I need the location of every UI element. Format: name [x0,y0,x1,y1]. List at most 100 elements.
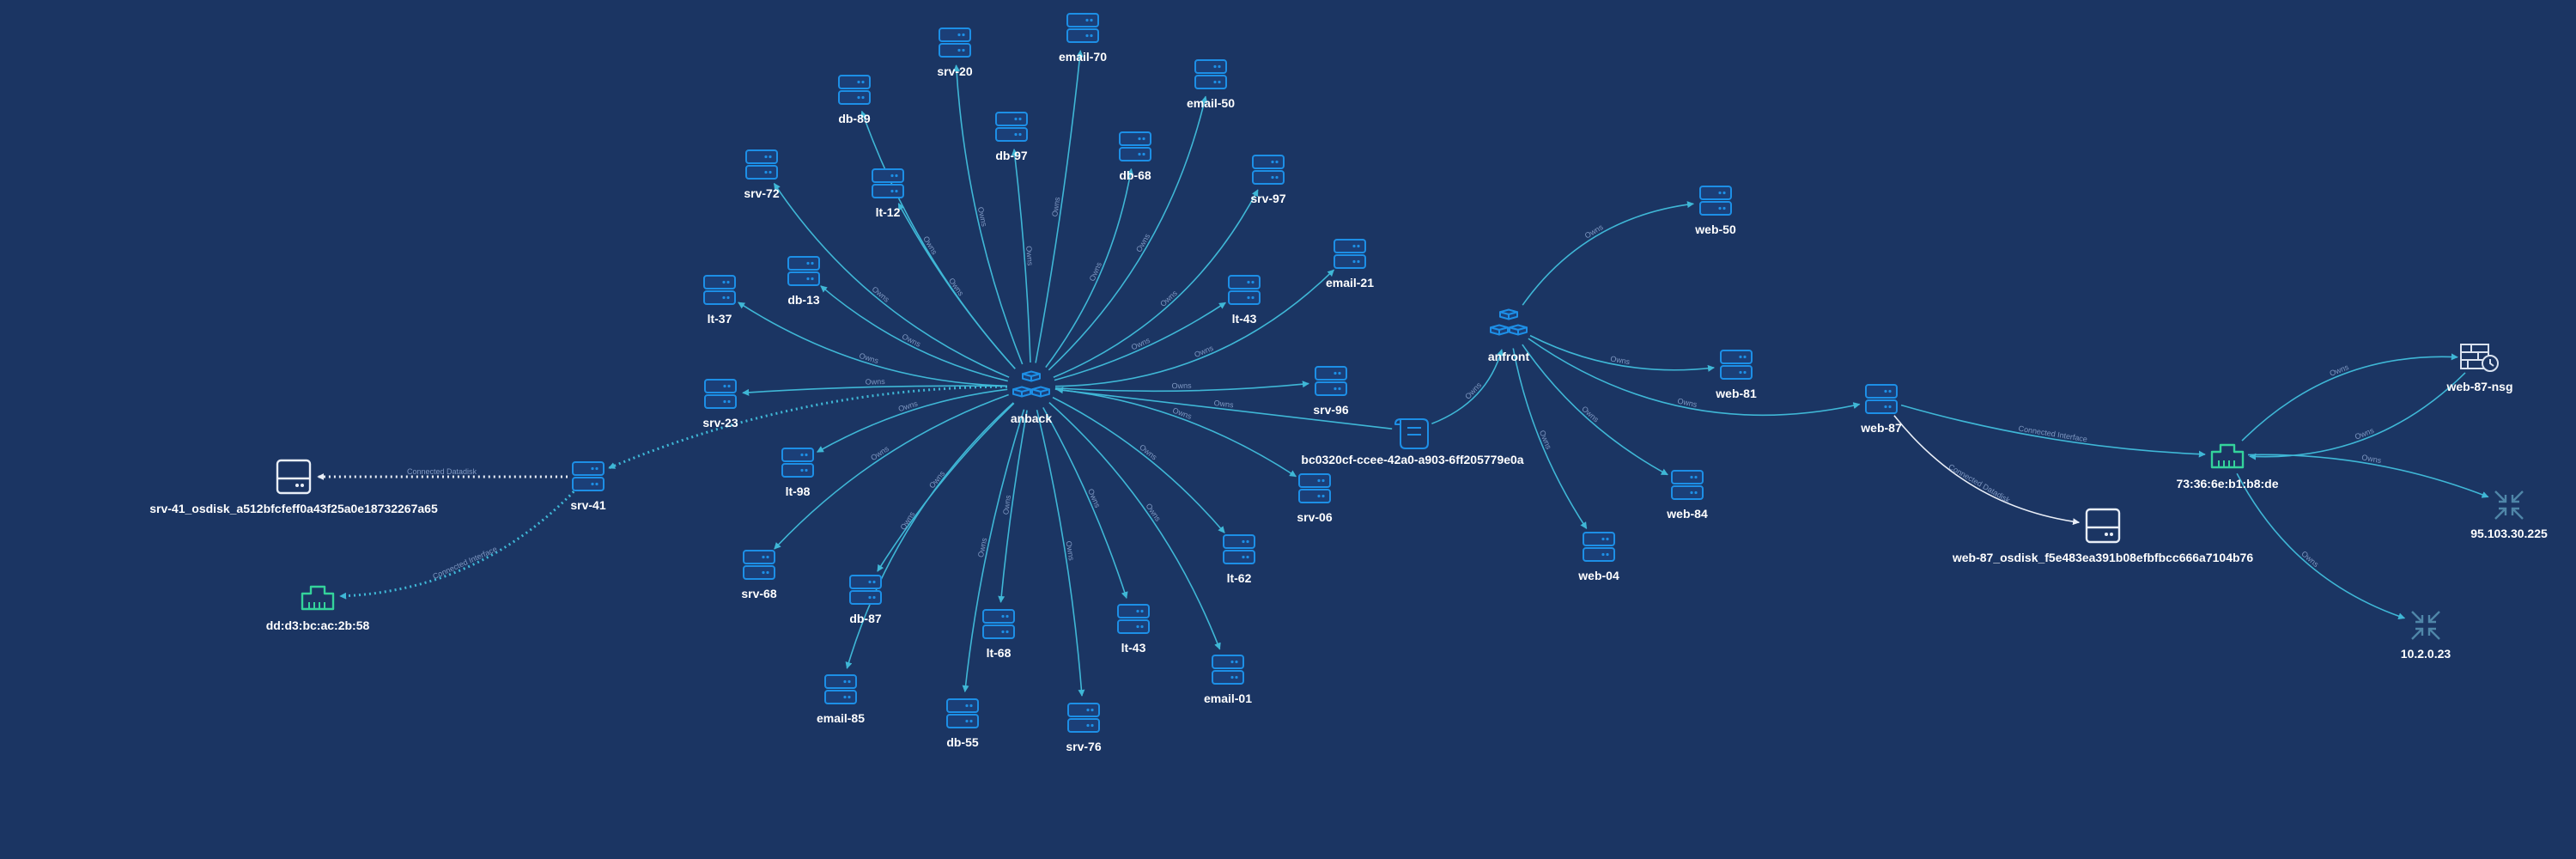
node-db-13[interactable]: db-13 [787,256,820,307]
edge-nic-87-to-ip-1[interactable]: Owns [2247,453,2489,498]
node-anfront[interactable]: anfront [1488,308,1530,364]
edge-line[interactable] [1893,415,2081,526]
edge-line[interactable] [897,203,1016,369]
edge-line[interactable] [953,64,1024,365]
edge-line[interactable] [1035,50,1084,363]
node-db-89[interactable]: db-89 [838,75,871,125]
edge-line[interactable] [1053,189,1259,378]
node-srv-72[interactable]: srv-72 [744,149,780,200]
node-web-50[interactable]: web-50 [1694,186,1736,236]
node-srv-41[interactable]: srv-41 [570,461,606,512]
edge-line[interactable] [1528,338,1861,417]
edge-line[interactable] [1529,334,1715,372]
node-lt-37[interactable]: lt-37 [703,275,736,326]
edge-anfront-to-web-81[interactable]: Owns [1529,334,1715,372]
node-email-50[interactable]: email-50 [1187,59,1235,110]
edge-line[interactable] [1522,201,1694,306]
edge-line[interactable] [2247,454,2489,498]
node-lt-43a[interactable]: lt-43 [1228,275,1261,326]
node-nic-87[interactable]: 73:36:6e:b1:b8:de [2176,443,2279,490]
node-lt-98[interactable]: lt-98 [781,448,814,498]
edge-line[interactable] [1054,302,1226,381]
edge-anback-to-srv-23[interactable]: Owns [742,377,1008,396]
edge-line[interactable] [998,410,1028,603]
edge-line[interactable] [1522,344,1668,476]
edge-line[interactable] [773,182,1010,378]
edge-line[interactable] [1056,387,1393,430]
node-db-68[interactable]: db-68 [1119,131,1151,182]
edge-line[interactable] [774,393,1009,550]
edge-line[interactable] [1054,388,1297,478]
edge-anback-to-email-70[interactable]: Owns [1035,50,1084,363]
edge-line[interactable] [820,285,1008,382]
edge-line[interactable] [1054,381,1309,393]
node-email-21[interactable]: email-21 [1326,239,1374,289]
node-web-87[interactable]: web-87 [1860,384,1902,435]
edge-anback-to-lt-98[interactable]: Owns [816,388,1008,453]
node-ip-1[interactable]: 95.103.30.225 [2470,490,2548,540]
node-srv-06[interactable]: srv-06 [1297,473,1333,524]
node-label: db-13 [787,293,820,307]
node-srv-20[interactable]: srv-20 [937,27,973,78]
edge-anback-to-srv-96[interactable]: Owns [1054,381,1309,393]
edge-line[interactable] [1512,348,1588,529]
node-db-97[interactable]: db-97 [995,112,1028,162]
edge-anback-to-srv-76[interactable]: Owns [1036,410,1085,697]
edge-line[interactable] [1048,95,1208,371]
node-email-01[interactable]: email-01 [1204,655,1252,705]
node-email-70[interactable]: email-70 [1059,13,1107,64]
node-anback[interactable]: anback [1011,370,1052,426]
node-nic-41[interactable]: dd:d3:bc:ac:2b:58 [266,585,370,632]
edge-line[interactable] [2241,353,2458,442]
node-web-04[interactable]: web-04 [1577,532,1619,582]
node-web-81[interactable]: web-81 [1715,350,1757,400]
edge-srv-41-to-disk-41[interactable]: Connected Datadisk [317,467,568,480]
node-disk-41[interactable]: srv-41_osdisk_a512bfcfeff0a43f25a0e18732… [149,459,438,515]
edge-script-to-anback[interactable]: Owns [1056,387,1393,430]
node-disk-87[interactable]: web-87_osdisk_f5e483ea391b08efbfbcc666a7… [1952,508,2253,564]
node-nsg-87[interactable]: web-87-nsg [2445,344,2513,393]
node-label: web-81 [1715,387,1757,400]
edge-line[interactable] [738,302,1008,387]
edge-line[interactable] [877,402,1015,572]
edge-line[interactable] [1011,149,1031,363]
edge-line[interactable] [816,388,1008,453]
edge-line[interactable] [1048,402,1221,650]
node-srv-97[interactable]: srv-97 [1250,155,1286,205]
node-email-85[interactable]: email-85 [817,674,865,725]
node-ip-2[interactable]: 10.2.0.23 [2401,611,2451,661]
node-lt-62[interactable]: lt-62 [1223,534,1255,585]
node-srv-96[interactable]: srv-96 [1313,366,1349,417]
node-lt-43b[interactable]: lt-43 [1117,604,1150,655]
edge-label: Owns [976,206,989,228]
edge-anback-to-lt-68[interactable]: Owns [998,410,1028,603]
edge-anback-to-srv-20[interactable]: Owns [953,64,1024,365]
edge-line[interactable] [1052,396,1225,533]
node-lt-68[interactable]: lt-68 [982,609,1015,660]
node-srv-68[interactable]: srv-68 [741,550,777,600]
edge-line[interactable] [339,490,575,600]
edge-line[interactable] [2236,472,2406,620]
node-db-55[interactable]: db-55 [946,698,979,749]
edge-line[interactable] [1431,349,1504,425]
edge-anback-to-db-97[interactable]: Owns [1011,149,1035,363]
node-db-87[interactable]: db-87 [849,575,882,625]
edge-line[interactable] [1900,404,2206,458]
edge-anfront-to-web-87[interactable]: Owns [1528,338,1861,417]
node-srv-23[interactable]: srv-23 [702,379,738,430]
edge-line[interactable] [1036,410,1085,697]
node-web-84[interactable]: web-84 [1666,470,1708,521]
node-lt-12[interactable]: lt-12 [872,168,904,219]
edge-line[interactable] [742,385,1008,396]
edge-anback-to-db-55[interactable]: Owns [962,409,1025,692]
node-srv-76[interactable]: srv-76 [1066,703,1102,753]
edge-line[interactable] [962,409,1025,692]
edge-anback-to-lt-37[interactable]: Owns [738,302,1008,387]
edge-line[interactable] [1045,168,1134,369]
edge-line[interactable] [1054,269,1334,387]
edge-line[interactable] [845,402,1014,669]
node-script[interactable]: bc0320cf-ccee-42a0-a903-6ff205779e0a [1301,418,1524,466]
edge-line[interactable] [1042,406,1128,600]
edge-line[interactable] [2249,372,2466,460]
